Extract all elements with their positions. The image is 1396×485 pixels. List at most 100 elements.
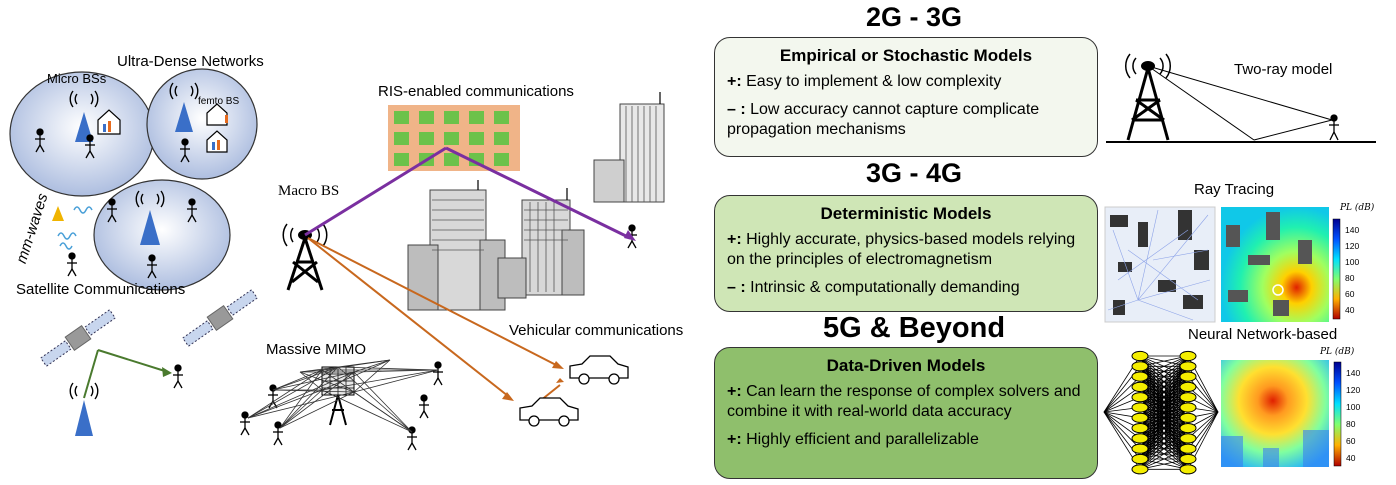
building-antenna-icon bbox=[477, 92, 661, 200]
nn-neuron bbox=[1179, 412, 1197, 423]
ris-element bbox=[419, 111, 434, 124]
tower-icon bbox=[1126, 67, 1170, 141]
colorbar-neural-network bbox=[1333, 361, 1342, 467]
map-building-block bbox=[1226, 212, 1312, 316]
mimo-beam bbox=[353, 359, 391, 373]
ris-element bbox=[394, 153, 409, 166]
access-point-icon bbox=[52, 206, 64, 221]
mimo-beam bbox=[272, 366, 339, 391]
nn-neuron bbox=[1131, 433, 1149, 444]
nn-neuron bbox=[1131, 350, 1197, 475]
user-icon bbox=[273, 421, 283, 446]
neural-network-figure bbox=[1103, 350, 1329, 475]
user-icon bbox=[107, 198, 117, 223]
colorbar-tick: 120 bbox=[1346, 385, 1361, 395]
nn-neuron bbox=[1131, 392, 1149, 403]
ris-element bbox=[444, 153, 459, 166]
pro-row: +: Highly accurate, physics-based models… bbox=[727, 231, 1076, 268]
nn-connection bbox=[1187, 386, 1219, 413]
mimo-beam bbox=[247, 389, 323, 419]
user-icon bbox=[147, 254, 157, 279]
mimo-beam bbox=[247, 359, 439, 433]
mimo-beam bbox=[247, 369, 323, 419]
nn-connection bbox=[1103, 355, 1219, 470]
nn-neuron bbox=[1179, 350, 1197, 362]
mimo-beam bbox=[321, 359, 391, 391]
ris-element bbox=[494, 132, 509, 145]
satellite-icon bbox=[40, 289, 258, 367]
nn-connection bbox=[1139, 366, 1189, 470]
nn-connection bbox=[1139, 355, 1189, 377]
colorbar-tick: 80 bbox=[1346, 419, 1356, 429]
ris-element bbox=[494, 111, 509, 124]
ris-element bbox=[469, 132, 484, 145]
colorbar-label: PL (dB) bbox=[1340, 203, 1375, 213]
mimo-beam bbox=[299, 371, 323, 391]
two-ray-model-label: Two-ray model bbox=[1234, 61, 1333, 78]
user-icon bbox=[35, 128, 637, 451]
nn-connection bbox=[1187, 411, 1219, 449]
nn-connection bbox=[1139, 438, 1189, 470]
femto-cell bbox=[146, 68, 258, 180]
colorbar-ray-tracing bbox=[1332, 218, 1341, 320]
femto-bs-label: femto BS bbox=[198, 96, 240, 107]
user-icon bbox=[67, 252, 77, 277]
nn-neuron bbox=[1131, 423, 1149, 434]
user-icon bbox=[419, 394, 429, 419]
mimo-beam bbox=[272, 389, 355, 393]
ray-tracing-label: Ray Tracing bbox=[1194, 181, 1275, 198]
model-figures bbox=[1103, 53, 1376, 475]
mimo-beam bbox=[299, 371, 355, 393]
nn-neuron bbox=[1179, 433, 1197, 444]
building-window-lines bbox=[432, 106, 657, 292]
nn-connection bbox=[1139, 376, 1189, 470]
era-title-5g-beyond: 5G & Beyond bbox=[822, 312, 1006, 344]
deterministic-models-box: Deterministic Models +: Highly accurate,… bbox=[714, 195, 1098, 312]
pro-row: +: Easy to implement & low complexity bbox=[727, 73, 1002, 90]
car-icon bbox=[519, 355, 629, 427]
nn-connection bbox=[1139, 427, 1189, 470]
pro-row: +: Highly efficient and parallelizable bbox=[727, 431, 979, 448]
nn-connection bbox=[1139, 355, 1189, 398]
colorbar-tick: 40 bbox=[1346, 453, 1356, 463]
nn-neuron bbox=[1131, 453, 1149, 465]
nn-neuron bbox=[1179, 402, 1197, 413]
data-driven-models-box: Data-Driven Models +: Can learn the resp… bbox=[714, 347, 1098, 479]
micro-cell-bottom bbox=[93, 179, 231, 291]
colorbar-tick: 80 bbox=[1345, 273, 1355, 283]
colorbar-tick: 140 bbox=[1346, 368, 1361, 378]
nn-neuron bbox=[1179, 423, 1197, 434]
ultra-dense-networks-label: Ultra-Dense Networks bbox=[117, 53, 264, 70]
nn-neuron bbox=[1179, 443, 1197, 454]
nn-connection bbox=[1103, 376, 1141, 413]
nn-connection bbox=[1139, 355, 1189, 388]
era-title-2g-3g: 2G - 3G bbox=[865, 2, 963, 32]
box-title: Empirical or Stochastic Models bbox=[779, 46, 1033, 65]
network-scenarios-illustration bbox=[9, 68, 665, 451]
ris-element bbox=[394, 111, 409, 124]
mimo-beam bbox=[353, 371, 413, 433]
mimo-beam bbox=[353, 369, 439, 373]
nn-neuron bbox=[1131, 350, 1149, 362]
colorbar-tick: 100 bbox=[1346, 402, 1361, 412]
nn-neuron bbox=[1131, 464, 1149, 475]
macro-bs-label: Macro BS bbox=[278, 183, 340, 199]
mimo-beam bbox=[353, 369, 439, 393]
nn-neuron bbox=[1179, 361, 1197, 372]
micro-bss-label: Micro BSs bbox=[47, 71, 107, 86]
nn-connection bbox=[1103, 386, 1141, 413]
ris-element bbox=[494, 153, 509, 166]
colorbar-tick: 140 bbox=[1345, 225, 1360, 235]
map-building-block bbox=[1110, 210, 1209, 315]
nn-neuron bbox=[1179, 371, 1197, 382]
con-row: – : Intrinsic & computationally demandin… bbox=[727, 279, 1020, 296]
nn-neuron bbox=[1179, 464, 1197, 475]
mimo-beam bbox=[353, 359, 391, 393]
radiation-waves-icon bbox=[69, 82, 199, 400]
two-ray-model-figure bbox=[1106, 53, 1376, 143]
nn-connection bbox=[1139, 386, 1189, 470]
ris-communications-label: RIS-enabled communications bbox=[378, 83, 574, 100]
mimo-beam bbox=[279, 366, 339, 429]
